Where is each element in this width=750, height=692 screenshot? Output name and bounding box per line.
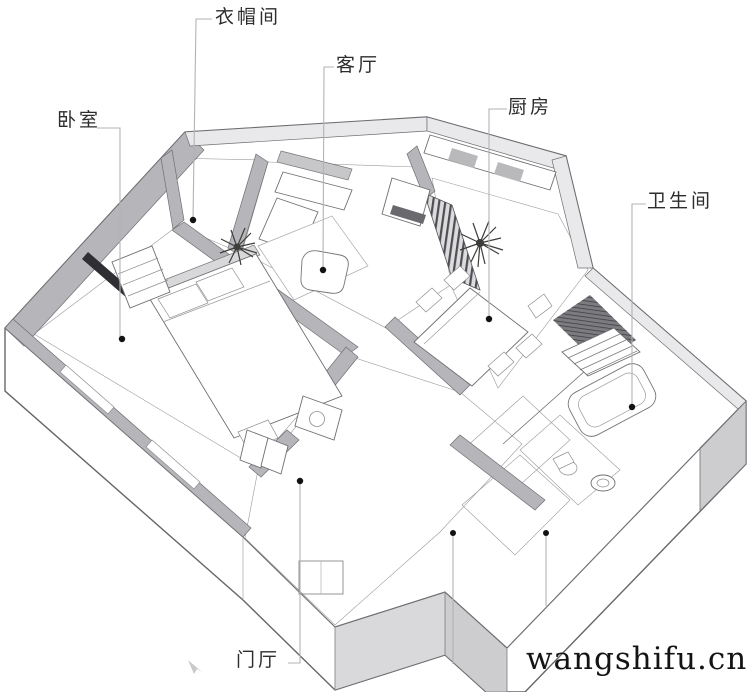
- label-bathroom: 卫生间: [647, 191, 714, 212]
- dresser-slats: [117, 257, 169, 297]
- pillow-2: [195, 267, 245, 302]
- leader-dot-kitchen: [485, 315, 493, 323]
- sink: [590, 474, 616, 492]
- leader-dot-bathroom: [628, 403, 636, 411]
- leader-dot-bedroom: [118, 335, 126, 343]
- plants: [219, 220, 504, 268]
- sofa: [274, 171, 353, 211]
- slab-corner-edges: [242, 537, 508, 692]
- leader-dot-cloakroom: [189, 216, 197, 224]
- shelf-lines: [567, 333, 638, 376]
- kitchen-counter: [423, 134, 557, 191]
- bath-floor-strip: [519, 414, 621, 506]
- washer-door: [309, 411, 325, 427]
- dining-table: [413, 287, 529, 387]
- leader-lines: [97, 18, 646, 664]
- sink-basin: [596, 478, 610, 488]
- chair-5: [527, 293, 553, 319]
- washer: [294, 395, 343, 441]
- dresser: [111, 245, 171, 309]
- bed-blanket-line: [162, 280, 271, 323]
- label-hall: 门厅: [236, 650, 281, 671]
- chair-2: [443, 265, 471, 291]
- window-1: [59, 364, 115, 415]
- wall-cloak-left: [160, 149, 185, 230]
- hall-floor: [244, 356, 523, 626]
- screen-slats: [424, 193, 480, 290]
- leader-dot-living: [319, 266, 327, 274]
- chair-4: [515, 333, 543, 359]
- shelf-stack: [561, 327, 641, 377]
- tv-panel-bedroom: [82, 252, 134, 299]
- appliance-1: [448, 148, 478, 168]
- plant-living-icon: [219, 227, 258, 266]
- label-living: 客厅: [336, 55, 381, 76]
- leader-dot-extra-2: [543, 530, 549, 536]
- label-kitchen: 厨房: [508, 97, 553, 118]
- appliance-2: [494, 162, 524, 182]
- tv-wall-panel: [276, 150, 353, 181]
- watermark-text: wangshifu.cn: [526, 641, 748, 677]
- wall-kitchen-right: [551, 155, 594, 269]
- leader-living: [322, 66, 334, 271]
- label-cloakroom: 衣帽间: [215, 7, 282, 28]
- pillow-1: [157, 283, 209, 319]
- furniture: [111, 134, 657, 595]
- plant-kitchen-icon: [459, 220, 504, 268]
- kitchen-floor: [431, 177, 589, 389]
- leader-bedroom: [97, 127, 121, 339]
- wall-smallbath: [449, 434, 546, 511]
- toilet-tank: [552, 451, 575, 470]
- dining-table-line: [423, 291, 481, 345]
- wall-wing-ne: [584, 267, 747, 410]
- label-bedroom: 卧室: [57, 110, 102, 131]
- leader-dot-extra-1: [450, 530, 456, 536]
- leader-dot-hall: [296, 477, 304, 485]
- hall-cabinet-2: [260, 437, 289, 475]
- leader-hall: [288, 482, 301, 664]
- chair-1: [415, 287, 443, 313]
- side-panel-bar: [390, 205, 426, 224]
- leader-bathroom: [631, 203, 646, 407]
- leader-kitchen: [488, 108, 507, 319]
- wall-living-kitchen: [406, 145, 436, 200]
- hall-cabinet-1: [239, 429, 269, 469]
- chair-3: [487, 351, 515, 377]
- leader-cloakroom: [192, 18, 212, 221]
- bathtub: [567, 363, 657, 437]
- cursor-artifact: [188, 660, 202, 674]
- window-2: [145, 439, 201, 490]
